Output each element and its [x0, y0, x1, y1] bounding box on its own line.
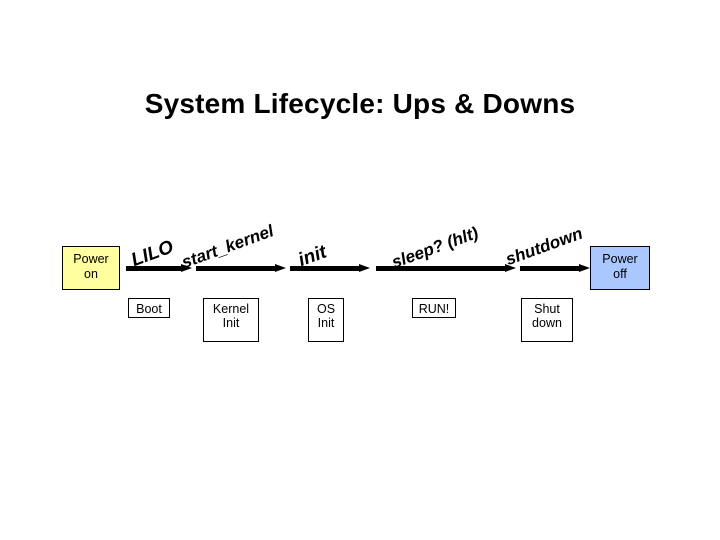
- stage-line2: Init: [317, 316, 335, 330]
- page-title: System Lifecycle: Ups & Downs: [144, 88, 576, 119]
- stage-box-kernel-init: Kernel Init: [203, 298, 259, 342]
- stage-line1: Shut: [534, 302, 560, 316]
- stage-line1: RUN!: [418, 302, 450, 316]
- power-off-box: Power off: [590, 246, 650, 290]
- stage-line2: down: [532, 316, 562, 330]
- arrow-sleep-hlt: [376, 264, 516, 273]
- power-on-line1: Power: [73, 252, 109, 266]
- power-on-line2: on: [84, 267, 98, 281]
- arrow-head: [505, 264, 516, 272]
- stage-line1: OS: [316, 302, 336, 316]
- arrow-shaft: [196, 266, 275, 271]
- arrow-lilo: [126, 264, 192, 273]
- arrow-shaft: [126, 266, 181, 271]
- arrow-head: [275, 264, 286, 272]
- stage-box-shutdown: Shut down: [521, 298, 573, 342]
- power-off-line1: Power: [602, 252, 638, 266]
- arrow-init: [290, 264, 370, 273]
- stage-box-boot: Boot: [128, 298, 170, 318]
- stage-line2: Init: [222, 316, 240, 330]
- arrow-head: [181, 264, 192, 272]
- arrow-shaft: [520, 266, 579, 271]
- power-on-box: Power on: [62, 246, 120, 290]
- power-off-line2: off: [613, 267, 627, 281]
- stage-line1: Kernel: [212, 302, 250, 316]
- arrow-shaft: [376, 266, 505, 271]
- stage-line1: Boot: [136, 302, 162, 316]
- stage-box-run: RUN!: [412, 298, 456, 318]
- stage-box-os-init: OS Init: [308, 298, 344, 342]
- arrow-head: [579, 264, 590, 272]
- arrow-shaft: [290, 266, 359, 271]
- arrow-head: [359, 264, 370, 272]
- arrow-start-kernel: [196, 264, 286, 273]
- arrow-shutdown: [520, 264, 590, 273]
